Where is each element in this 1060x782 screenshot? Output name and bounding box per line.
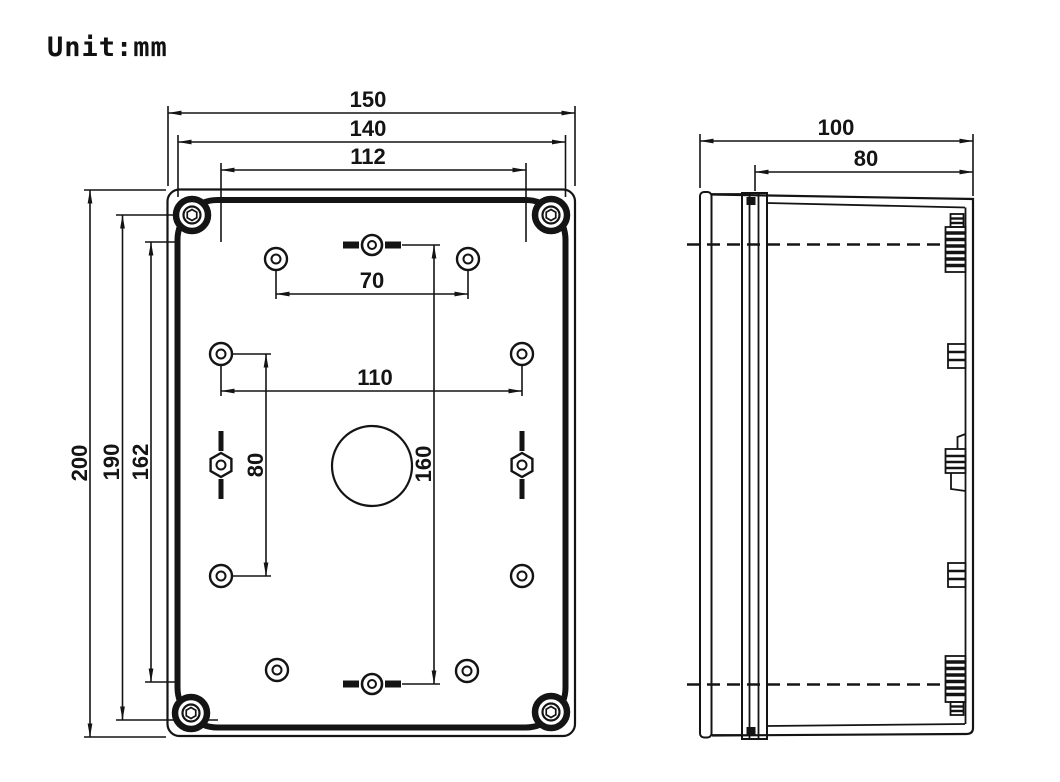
- side-screw-boss-column: [741, 192, 768, 740]
- dim-side-hole-spacing-v: 80: [226, 353, 271, 577]
- side-lid-panel: [699, 191, 713, 739]
- side-lid-flange-lines: [711, 193, 742, 736]
- side-clip-tab-lower: [947, 562, 967, 588]
- mount-hole-row2-right: [509, 341, 535, 367]
- dim-body-depth: 80: [754, 146, 974, 191]
- corner-screw-bottom-left: [175, 697, 207, 729]
- side-clip-tab-upper: [947, 343, 967, 369]
- dim-label-center-hole-spacing-v: 160: [411, 446, 436, 483]
- dim-lid-width: 140: [177, 116, 567, 197]
- mount-hole-row5-right: [454, 658, 480, 684]
- mount-hole-row1-left: [263, 246, 289, 272]
- dim-label-inner-width: 112: [350, 144, 386, 169]
- dim-center-hole-spacing-v: 160: [402, 244, 440, 685]
- dim-label-body-depth: 80: [854, 146, 878, 171]
- dim-mount-hole-spacing-v: 190: [99, 214, 218, 721]
- slot-hole-bottom-center: [343, 674, 401, 694]
- enclosure-outer-outline: [166, 188, 577, 738]
- dim-label-mid-hole-spacing: 110: [357, 365, 393, 390]
- side-view: 100 80: [687, 115, 975, 740]
- side-middle-bracket: [944, 433, 967, 492]
- dim-label-top-hole-spacing: 70: [360, 268, 384, 293]
- dim-overall-depth: 100: [699, 115, 974, 196]
- mount-hole-row2-left: [208, 341, 234, 367]
- dim-overall-width: 150: [167, 87, 576, 186]
- dim-label-overall-width: 150: [350, 87, 387, 112]
- dim-label-side-hole-spacing-v: 80: [243, 453, 268, 477]
- dim-label-mount-hole-spacing-v: 190: [99, 444, 124, 481]
- mount-hole-row5-left: [264, 657, 290, 683]
- hex-hole-mid-left: [211, 431, 232, 499]
- unit-label: Unit:mm: [47, 32, 168, 63]
- mount-hole-row4-right: [509, 563, 535, 589]
- hex-hole-mid-right: [512, 431, 533, 499]
- side-rib-block-bottom: [944, 655, 967, 716]
- dim-label-inner-height: 162: [128, 444, 153, 481]
- lid-face-outline: [174, 197, 569, 731]
- side-body-outline: [711, 193, 975, 737]
- dim-top-hole-spacing: 70: [275, 268, 469, 299]
- corner-screw-bottom-right: [535, 696, 567, 728]
- side-rib-block-top: [944, 213, 967, 273]
- dim-inner-height: 162: [128, 241, 178, 683]
- dim-label-overall-depth: 100: [818, 115, 855, 140]
- dim-overall-height: 200: [67, 189, 166, 738]
- dim-mid-hole-spacing: 110: [220, 363, 523, 396]
- slot-hole-top-center: [343, 235, 401, 255]
- dim-inner-width: 112: [220, 144, 527, 242]
- corner-screw-top-left: [176, 199, 208, 231]
- corner-screw-top-right: [535, 199, 567, 231]
- front-view: 150 140 112 70: [67, 87, 577, 738]
- mount-hole-row4-left: [208, 563, 234, 589]
- center-entry-hole: [330, 424, 414, 508]
- dim-label-lid-width: 140: [350, 116, 387, 141]
- dim-label-overall-height: 200: [67, 445, 92, 482]
- mount-hole-row1-right: [455, 246, 481, 272]
